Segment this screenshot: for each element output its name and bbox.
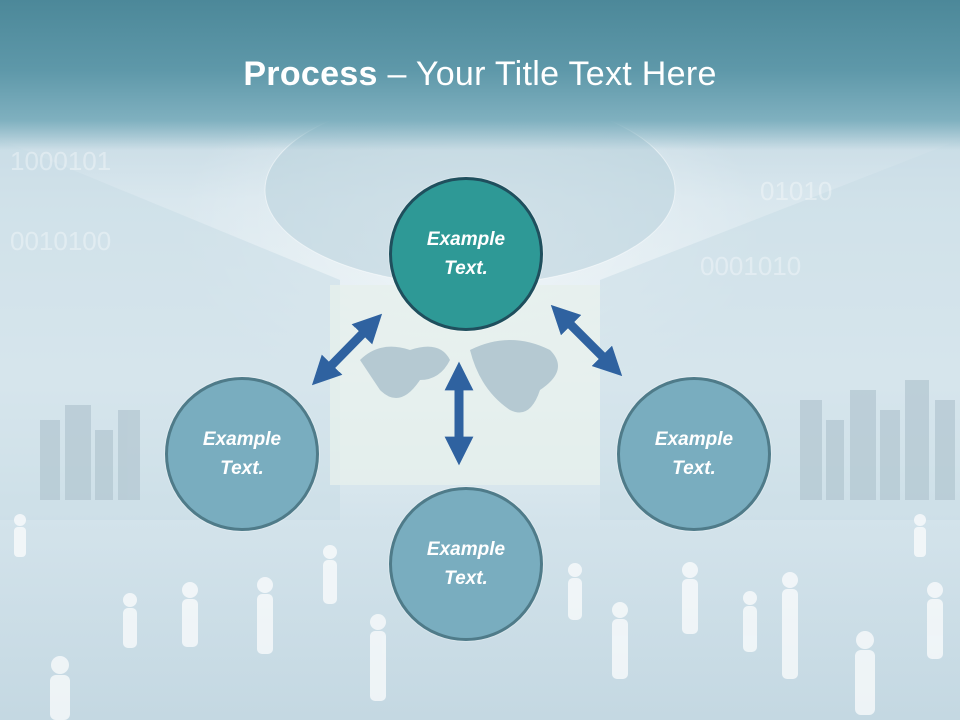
node-text-line2: Text. [672, 458, 716, 479]
title-bold-part: Process [243, 55, 378, 93]
double-arrow-icon [550, 304, 623, 377]
title-text-part: – Your Title Text Here [377, 55, 717, 93]
node-text-line2: Text. [444, 258, 488, 279]
slide-title[interactable]: Process – Your Title Text Here [0, 52, 960, 96]
svg-text:0010100: 0010100 [10, 226, 111, 256]
node-text-line1: Example [654, 429, 734, 450]
svg-text:0001010: 0001010 [700, 251, 801, 281]
svg-text:01010: 01010 [760, 176, 832, 206]
node-text-line1: Example [202, 429, 282, 450]
node-text-line1: Example [426, 539, 506, 560]
node-text-line2: Text. [220, 458, 264, 479]
double-arrow-icon [311, 313, 383, 386]
svg-text:1000101: 1000101 [10, 146, 111, 176]
node-text-line2: Text. [444, 568, 488, 589]
node-text-line1: Example [426, 229, 506, 250]
title-band [0, 0, 960, 150]
